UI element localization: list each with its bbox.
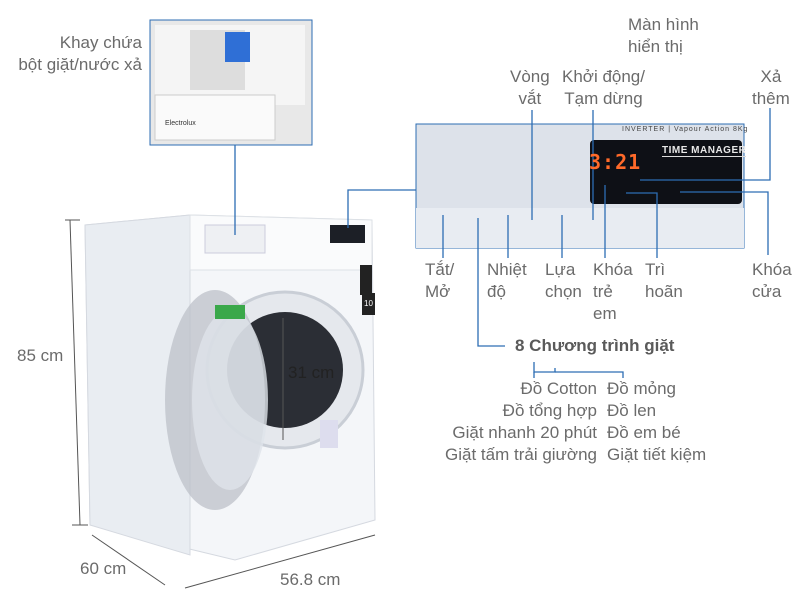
program-item: Đồ mỏng <box>607 379 676 398</box>
door-dimension: 31 cm <box>288 363 335 382</box>
program-item: Đồ tổng hợp <box>502 401 597 420</box>
display-label: Màn hình hiển thị <box>628 14 699 58</box>
program-item: Giặt tiết kiệm <box>607 445 707 464</box>
label-line: bột giặt/nước xả <box>18 55 142 74</box>
svg-text:Electrolux: Electrolux <box>165 120 196 127</box>
label-line: Mở <box>425 282 451 301</box>
temperature-label: Nhiệt độ <box>487 259 527 303</box>
dispenser-inset: Electrolux <box>149 19 313 146</box>
label-line: Tắt/ <box>425 260 455 279</box>
label-line: cửa <box>752 282 782 301</box>
time-manager-label: TIME MANAGER <box>662 145 747 157</box>
extra-rinse-label: Xả thêm <box>752 66 790 110</box>
height-dimension: 85 cm <box>17 346 64 365</box>
option-label: Lựa chọn <box>545 259 582 303</box>
program-item: Giặt tấm trải giường <box>445 445 597 464</box>
programs-title: 8 Chương trình giặt <box>515 336 675 355</box>
washing-machine <box>84 214 376 561</box>
label-line: Khởi động/ <box>562 67 645 86</box>
power-label: Tắt/ Mở <box>425 259 454 303</box>
depth-dimension: 60 cm <box>80 559 127 578</box>
programs-left-list: Đồ Cotton Đồ tổng hợp Giặt nhanh 20 phút… <box>445 378 597 466</box>
delay-label: Trì hoãn <box>645 259 683 303</box>
label-line: chọn <box>545 282 582 301</box>
label-line: em <box>593 304 617 323</box>
control-panel-inset <box>415 123 745 249</box>
child-lock-label: Khóa trẻ em <box>593 259 633 325</box>
spin-label: Vòng vắt <box>510 66 550 110</box>
label-line: Vòng <box>510 67 550 86</box>
programs-right-list: Đồ mỏng Đồ len Đồ em bé Giặt tiết kiệm <box>607 378 706 466</box>
label-line: Xả <box>760 67 782 86</box>
dispenser-label: Khay chứa bột giặt/nước xả <box>18 32 142 76</box>
label-line: Khóa <box>752 260 792 279</box>
program-item: Giặt nhanh 20 phút <box>452 423 597 442</box>
door-lock-label: Khóa cửa <box>752 259 792 303</box>
label-line: Trì <box>645 260 666 279</box>
label-line: Khay chứa <box>59 33 142 52</box>
label-line: hoãn <box>645 282 683 301</box>
label-line: Khóa <box>593 260 633 279</box>
label-line: Nhiệt <box>487 260 527 279</box>
program-item: Đồ len <box>607 401 657 420</box>
panel-brand: INVERTER | Vapour Action 8Kg <box>622 126 749 133</box>
start-pause-label: Khởi động/ Tạm dừng <box>562 66 645 110</box>
program-item: Đồ Cotton <box>520 379 597 398</box>
width-dimension: 56.8 cm <box>280 570 341 589</box>
label-line: trẻ <box>593 282 613 301</box>
label-line: Lựa <box>545 260 576 279</box>
label-line: độ <box>487 282 506 301</box>
panel-display-value: 3:21 <box>589 150 642 174</box>
dimension-lines <box>65 219 376 589</box>
label-line: vắt <box>518 89 542 108</box>
capacity-badge: 10 <box>362 293 375 315</box>
label-line: Màn hình <box>628 15 699 34</box>
callout-lines <box>234 108 771 378</box>
program-item: Đồ em bé <box>607 423 681 442</box>
label-line: hiển thị <box>628 37 683 56</box>
label-line: Tạm dừng <box>564 89 643 108</box>
label-line: thêm <box>752 89 790 108</box>
